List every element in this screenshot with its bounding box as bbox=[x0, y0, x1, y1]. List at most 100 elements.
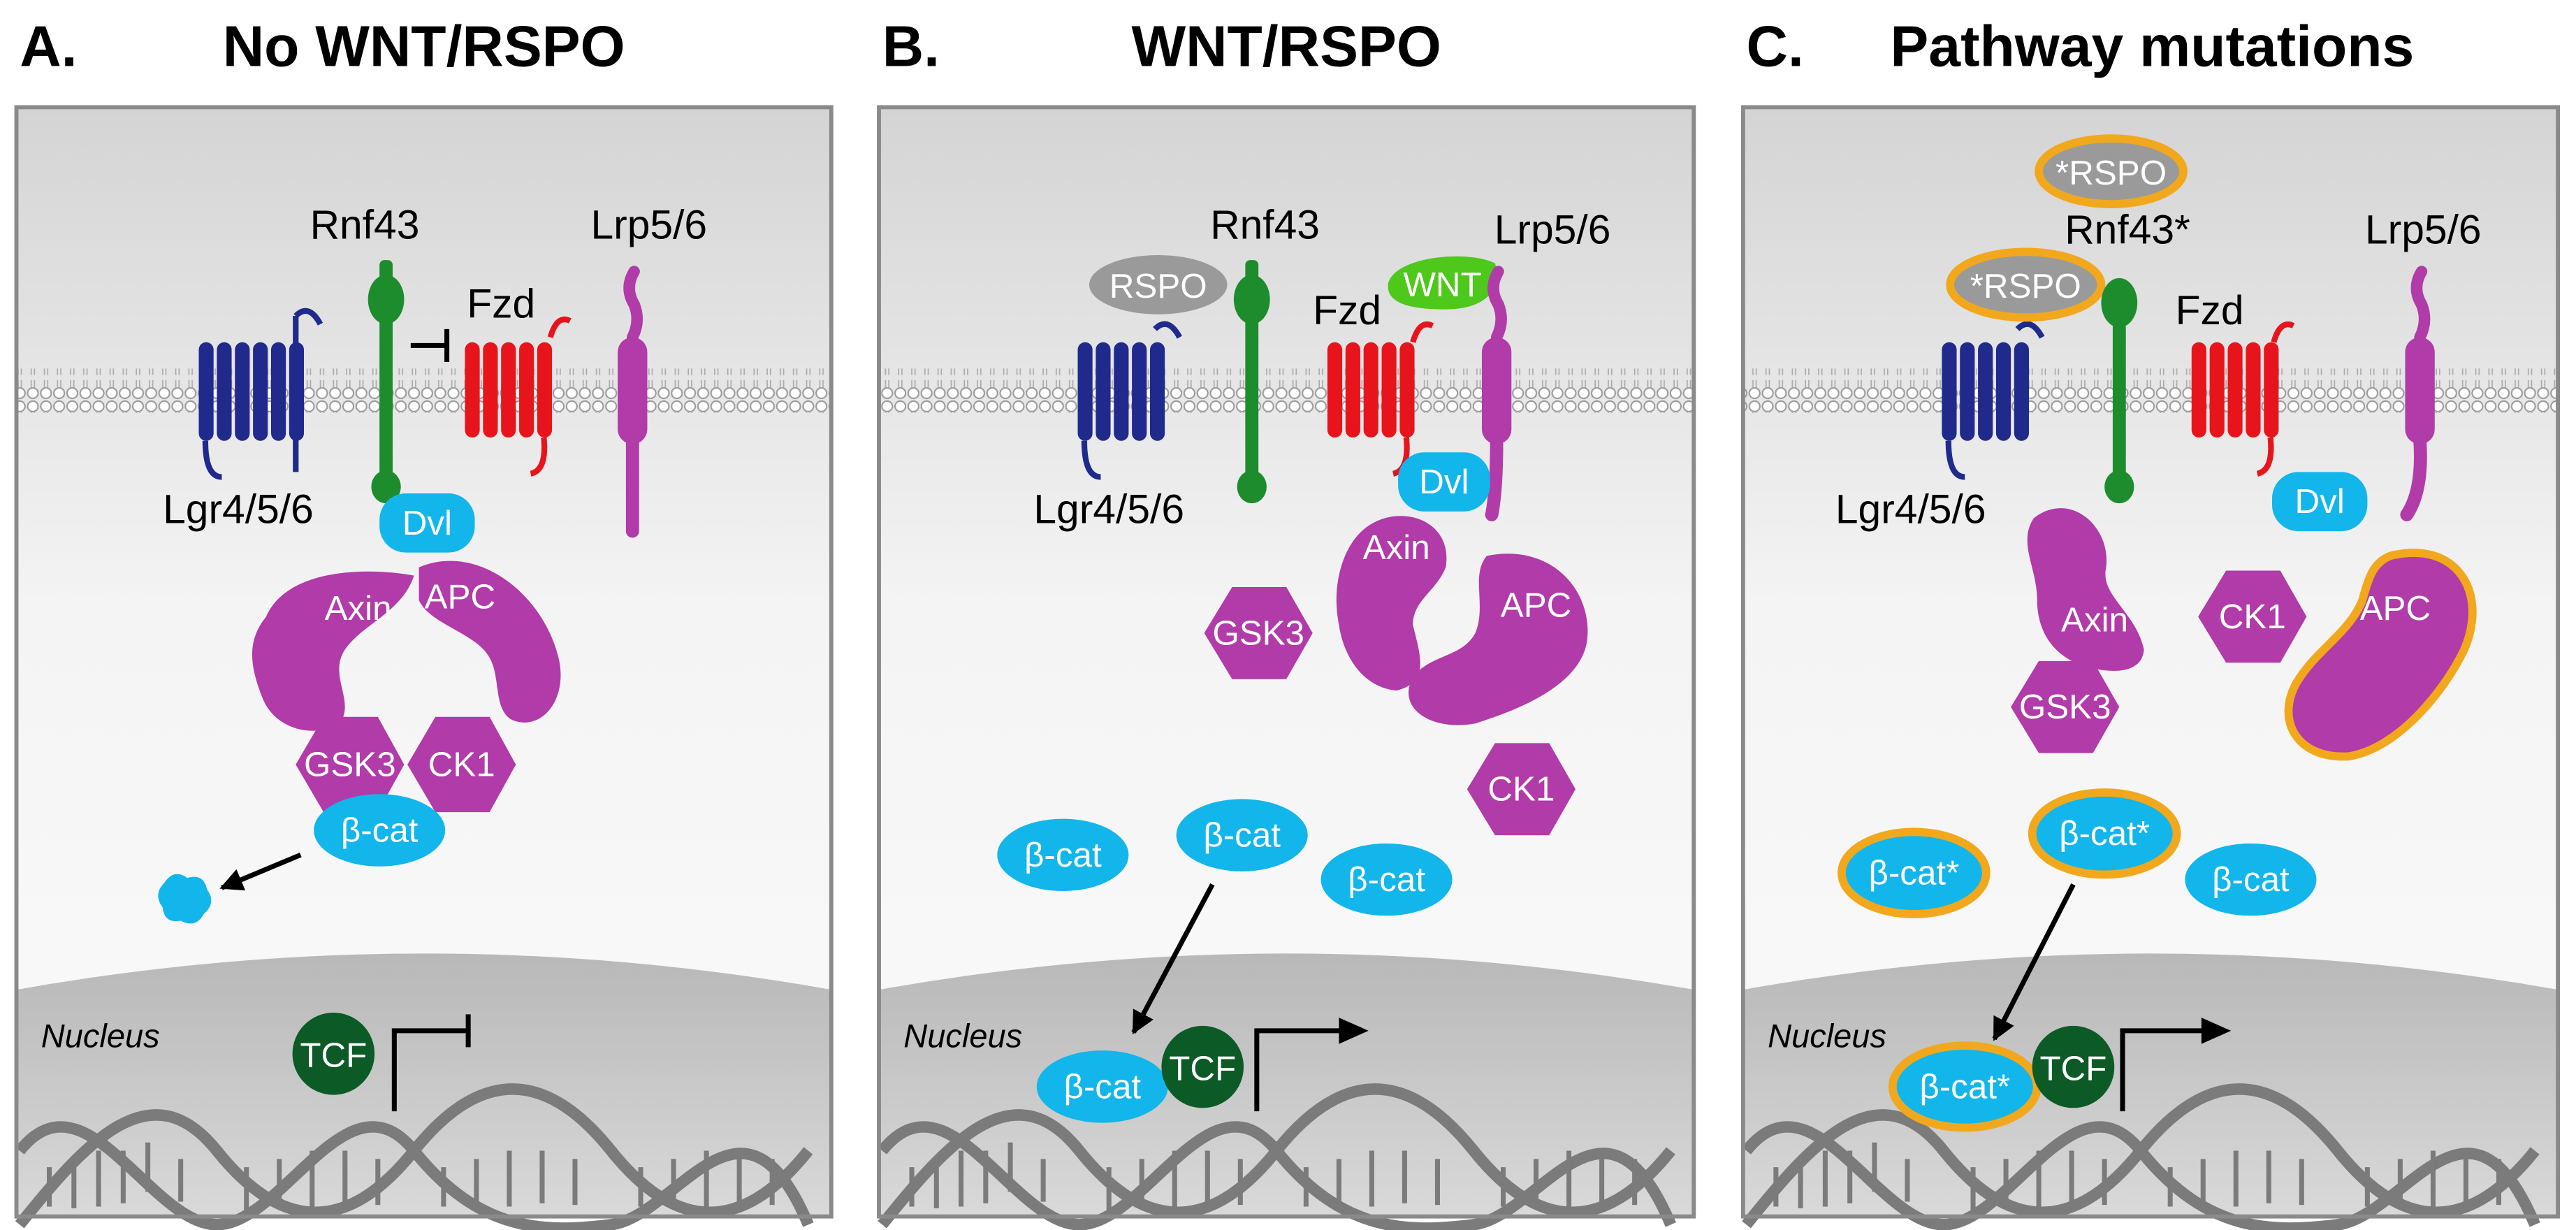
gsk3-label: GSK3 bbox=[2019, 688, 2111, 726]
axin bbox=[2027, 508, 2144, 671]
rspo-ligand bbox=[1089, 255, 1228, 314]
dna-helix bbox=[878, 1083, 1676, 1230]
mutant-beta-catenin-label: β-cat* bbox=[2059, 814, 2150, 853]
panel-b-letter: B. bbox=[882, 15, 940, 79]
nuclear-beta-catenin-label: β-cat bbox=[1063, 1067, 1141, 1106]
rnf43-label: Rnf43 bbox=[310, 203, 420, 248]
axin-label: Axin bbox=[325, 589, 392, 628]
rspo-label: RSPO bbox=[1109, 267, 1207, 305]
transcription-arrow bbox=[2201, 1018, 2232, 1044]
lrp-coreceptor bbox=[2400, 266, 2435, 521]
lgr-label: Lgr4/5/6 bbox=[163, 486, 314, 532]
repressed-promoter bbox=[391, 1014, 471, 1112]
panel-c-title: Pathway mutations bbox=[1890, 15, 2414, 79]
apc-label: APC bbox=[1501, 586, 1572, 624]
nucleus-label: Nucleus bbox=[1768, 1017, 1886, 1054]
dna-helix bbox=[15, 1083, 814, 1230]
fzd-label: Fzd bbox=[2176, 288, 2244, 333]
fzd-receptor bbox=[2191, 321, 2295, 477]
inhibition-symbol bbox=[410, 328, 450, 362]
dvl bbox=[379, 493, 475, 553]
mutant-beta-catenin bbox=[1838, 827, 1991, 918]
rnf43-label: Rnf43* bbox=[2065, 208, 2190, 253]
mutant-apc bbox=[2284, 549, 2477, 761]
cell-outline bbox=[14, 105, 834, 1219]
lrp-label: Lrp5/6 bbox=[1494, 208, 1611, 253]
dvl-label: Dvl bbox=[402, 504, 452, 542]
beta-catenin bbox=[1176, 799, 1308, 871]
gsk3 bbox=[2011, 660, 2120, 753]
gsk3-label: GSK3 bbox=[1212, 614, 1304, 652]
apc bbox=[1409, 554, 1588, 725]
ck1-label: CK1 bbox=[2219, 598, 2286, 636]
lgr-label: Lgr4/5/6 bbox=[1835, 486, 1986, 532]
lrp-coreceptor bbox=[1481, 266, 1512, 521]
wnt-label: WNT bbox=[1403, 266, 1481, 304]
panel-c-letter: C. bbox=[1747, 15, 1804, 79]
fzd-receptor bbox=[465, 316, 572, 477]
axin bbox=[252, 571, 414, 731]
ck1-label: CK1 bbox=[1487, 770, 1555, 809]
rnf43-receptor bbox=[1233, 260, 1270, 504]
tcf-label: TCF bbox=[300, 1036, 367, 1075]
cell-membrane bbox=[16, 368, 831, 413]
dvl bbox=[2271, 472, 2368, 532]
beta-catenin-label: β-cat bbox=[1203, 816, 1281, 855]
dvl-label: Dvl bbox=[1419, 463, 1469, 501]
lgr-receptor bbox=[1077, 321, 1182, 480]
panel-c: C. Pathway mutations *RSPO Rnf43* Lgr4/5… bbox=[1740, 15, 2561, 1230]
translocation-arrow bbox=[1131, 883, 1215, 1035]
ck1 bbox=[2198, 570, 2307, 663]
cell-membrane bbox=[879, 368, 1694, 413]
nucleus-label: Nucleus bbox=[903, 1017, 1022, 1054]
fzd-label: Fzd bbox=[1313, 288, 1381, 333]
tcf-label: TCF bbox=[1169, 1049, 1236, 1087]
lgr-label: Lgr4/5/6 bbox=[1033, 486, 1184, 532]
wnt-ligand bbox=[1388, 256, 1497, 310]
axin bbox=[1336, 516, 1447, 691]
beta-catenin bbox=[2185, 843, 2317, 916]
degraded-fragment bbox=[158, 874, 212, 924]
lrp-label: Lrp5/6 bbox=[590, 203, 707, 248]
tcf bbox=[1161, 1025, 1244, 1108]
translocation-arrow bbox=[1992, 883, 2076, 1041]
lrp-coreceptor bbox=[618, 266, 648, 538]
transcription-arrow bbox=[1339, 1018, 1369, 1044]
dvl bbox=[1398, 452, 1490, 512]
mutant-beta-catenin bbox=[2028, 788, 2181, 879]
panel-a-letter: A. bbox=[20, 15, 77, 79]
beta-catenin-label: β-cat bbox=[341, 811, 419, 849]
nuclear-mutant-beta-catenin-label: β-cat* bbox=[1919, 1067, 2010, 1106]
nuclear-beta-catenin bbox=[1036, 1050, 1168, 1123]
ck1-label: CK1 bbox=[428, 745, 495, 783]
apc-label: APC bbox=[425, 578, 495, 616]
panel-b-title: WNT/RSPO bbox=[1131, 15, 1441, 79]
mutant-rspo-label: *RSPO bbox=[2055, 154, 2167, 192]
active-promoter bbox=[2120, 1028, 2215, 1112]
degradation-arrow bbox=[219, 853, 302, 891]
tcf bbox=[2032, 1025, 2115, 1108]
dna-helix bbox=[1742, 1083, 2540, 1230]
ck1 bbox=[1467, 743, 1576, 836]
cell-membrane bbox=[1742, 368, 2559, 413]
mutant-rspo-ligand bbox=[1946, 247, 2106, 322]
rnf43-receptor bbox=[368, 260, 405, 504]
apc bbox=[419, 560, 561, 723]
beta-catenin-label: β-cat bbox=[2212, 860, 2290, 899]
cell-outline bbox=[877, 105, 1696, 1219]
lgr-receptor bbox=[198, 308, 323, 480]
ck1 bbox=[407, 716, 516, 813]
mutant-rspo-label: *RSPO bbox=[1970, 267, 2081, 305]
mutant-beta-catenin-label: β-cat* bbox=[1868, 854, 1959, 892]
beta-catenin bbox=[997, 818, 1129, 892]
mutant-rnf43-receptor bbox=[2101, 277, 2138, 504]
beta-catenin-label: β-cat bbox=[1348, 860, 1425, 899]
tcf bbox=[292, 1013, 375, 1095]
lgr-receptor bbox=[1942, 321, 2045, 480]
apc-label: APC bbox=[2360, 589, 2431, 628]
beta-catenin-label: β-cat bbox=[1024, 836, 1102, 874]
axin-label: Axin bbox=[1363, 528, 1430, 567]
gsk3-label: GSK3 bbox=[304, 745, 396, 783]
panel-a: A. No WNT/RSPO Lgr4/5/6 bbox=[14, 15, 834, 1230]
